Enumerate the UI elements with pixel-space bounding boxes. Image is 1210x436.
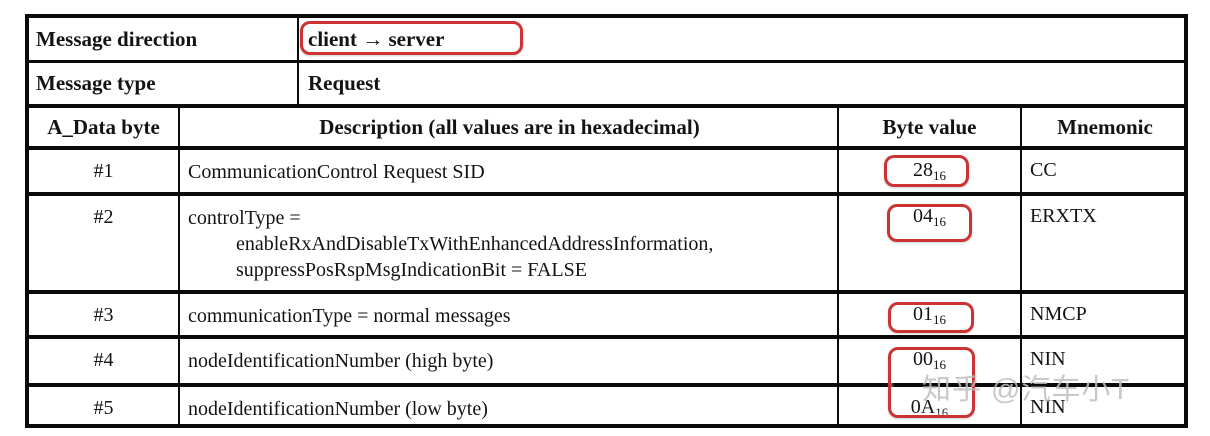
byte-value-cell: 0A16 [839,387,1022,424]
byte-value-cell: 0116 [839,294,1022,335]
message-definition-table: Message direction client → server Messag… [25,14,1188,428]
header-data-byte: A_Data byte [29,108,180,146]
description-line: enableRxAndDisableTxWithEnhancedAddressI… [236,233,714,255]
description-line: nodeIdentificationNumber (high byte) [188,350,494,372]
mnemonic-cell: ERXTX [1030,205,1097,227]
byte-number: #4 [29,339,180,383]
mnemonic-cell: NMCP [1030,303,1087,325]
table-row: #2 controlType = enableRxAndDisableTxWit… [29,196,1184,294]
description-cell: nodeIdentificationNumber (low byte) [180,387,839,424]
description-line: nodeIdentificationNumber (low byte) [188,398,488,420]
header-description: Description (all values are in hexadecim… [180,108,839,146]
byte-value-cell: 0416 [839,196,1022,290]
byte-value: 0116 [913,303,946,327]
table-row: #3 communicationType = normal messages 0… [29,294,1184,339]
description-cell: CommunicationControl Request SID [180,150,839,192]
hex-base-subscript: 16 [933,214,946,229]
hex-base-subscript: 16 [933,312,946,327]
table-row: #1 CommunicationControl Request SID 2816… [29,150,1184,196]
byte-value-cell: 2816 [839,150,1022,192]
byte-value: 2816 [913,159,946,183]
byte-value: 0016 [913,348,946,372]
mnemonic-cell: NIN [1030,396,1066,418]
table-header-row: A_Data byte Description (all values are … [29,108,1184,150]
message-direction-row: Message direction client → server [29,18,1184,63]
byte-number: #5 [29,387,180,424]
description-cell: nodeIdentificationNumber (high byte) [180,339,839,383]
hex-base-subscript: 16 [933,168,946,183]
table-row: #4 nodeIdentificationNumber (high byte) … [29,339,1184,387]
message-direction-value: client → server [308,26,445,51]
description-cell: communicationType = normal messages [180,294,839,335]
byte-number: #3 [29,294,180,335]
description-line: suppressPosRspMsgIndicationBit = FALSE [236,259,587,281]
byte-number: #1 [29,150,180,192]
description-line: controlType = [188,207,301,229]
message-type-label: Message type [29,63,299,104]
message-type-row: Message type Request [29,63,1184,108]
byte-value: 0416 [913,205,946,229]
mnemonic-cell: CC [1030,159,1057,181]
description-cell: controlType = enableRxAndDisableTxWithEn… [180,196,839,290]
header-mnemonic: Mnemonic [1057,114,1153,139]
watermark-text: 知乎 @汽车小T [922,374,1131,406]
mnemonic-cell: NIN [1030,348,1066,370]
table-row: #5 nodeIdentificationNumber (low byte) 0… [29,387,1184,424]
byte-value-cell: 0016 [839,339,1022,383]
message-direction-label: Message direction [29,18,299,60]
hex-base-subscript: 16 [933,357,946,372]
byte-number: #2 [29,196,180,290]
description-line: communicationType = normal messages [188,305,511,327]
message-type-value: Request [308,71,381,95]
header-byte-value: Byte value [839,108,1022,146]
description-line: CommunicationControl Request SID [188,161,485,183]
